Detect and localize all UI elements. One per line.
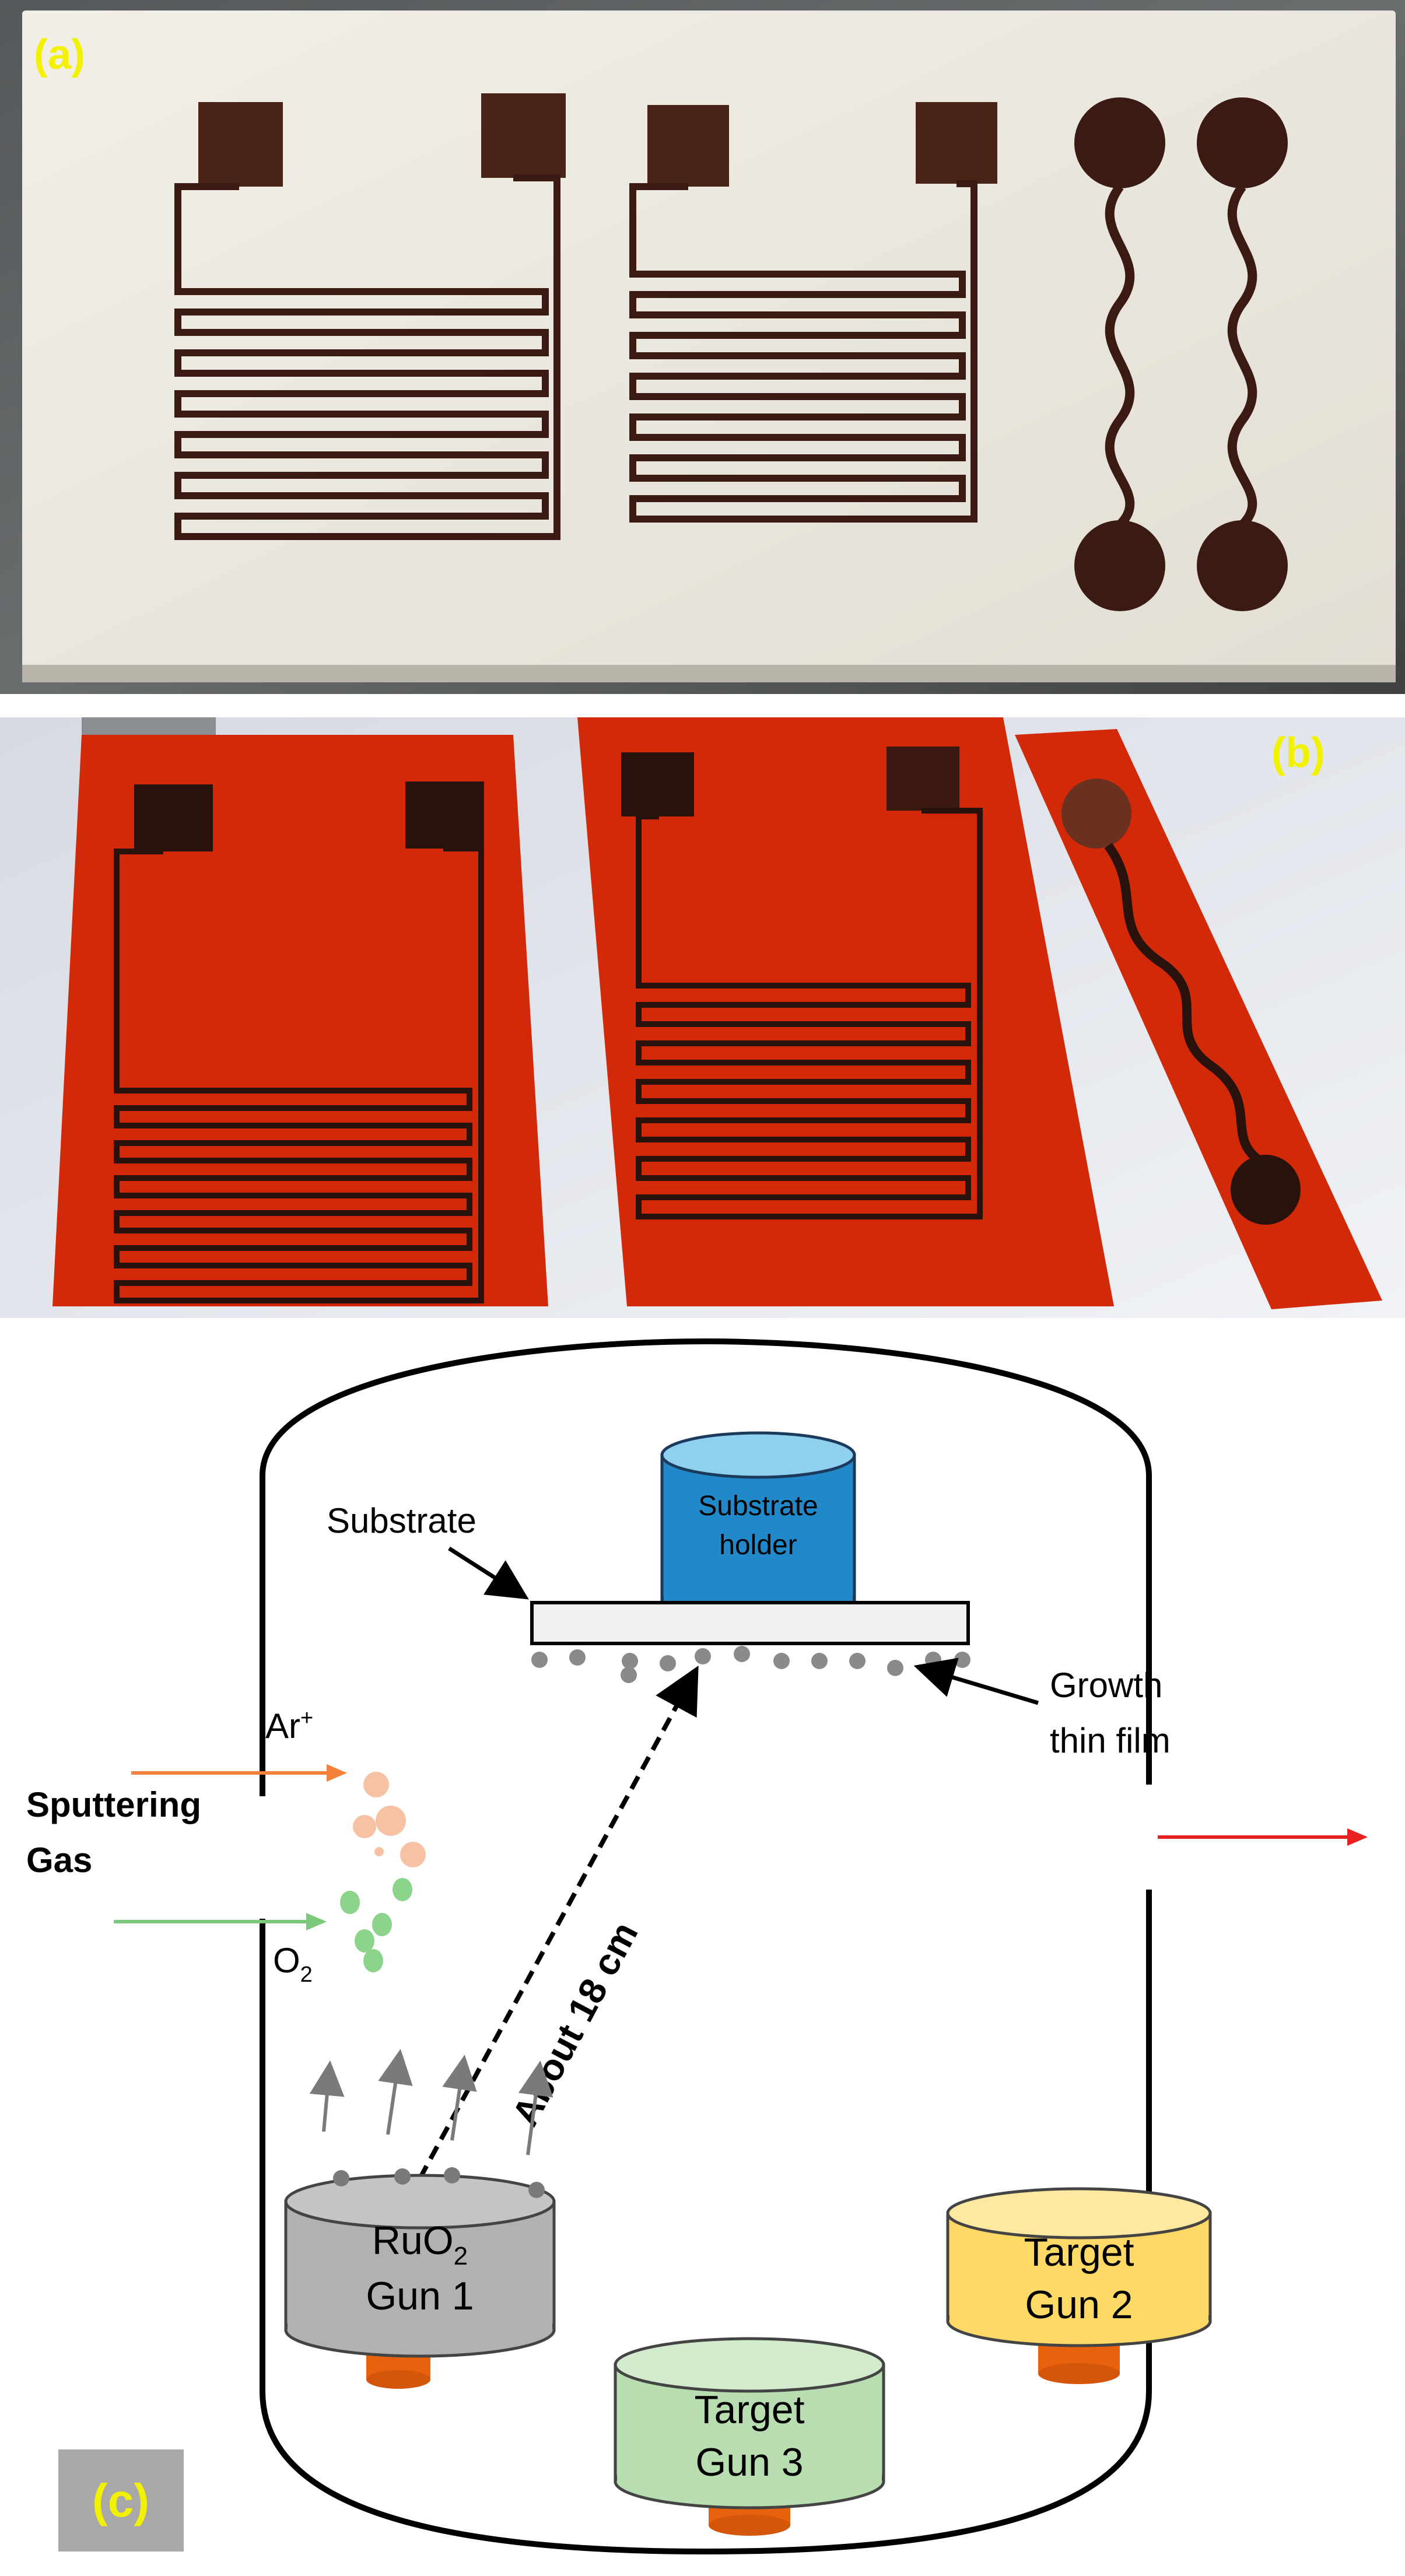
- sputtering-gas-label-2: Gas: [26, 1841, 92, 1880]
- growth-pointer-arrow: [913, 1657, 1039, 1705]
- film-1-meander: [114, 846, 484, 1303]
- gun-3-name: Gun 3: [695, 2440, 803, 2484]
- film-3-pad-bottom: [1231, 1155, 1301, 1225]
- distance-label: About 18 cm: [504, 1915, 646, 2133]
- substrate-label: Substrate: [327, 1501, 476, 1540]
- sensor-1-pad-right: [481, 93, 566, 178]
- gun-3-target: Target Gun 3: [614, 2337, 885, 2536]
- rtd-sensor-1: [174, 93, 566, 540]
- wavy-1-pad-top: [1074, 97, 1165, 188]
- substrate-plate: [530, 1601, 970, 1645]
- sputtered-particles: [309, 2049, 553, 2198]
- meander-trace: [636, 808, 983, 1219]
- argon-ion-particles: [353, 1772, 426, 1867]
- panel-a-photo: (a): [0, 0, 1405, 694]
- gun-2-target: Target Gun 2: [946, 2187, 1212, 2384]
- film-2-pad-left: [621, 752, 694, 816]
- wavy-2-pad-bottom: [1197, 520, 1288, 611]
- substrate-edge: [22, 665, 1396, 682]
- rtd-sensor-2: [629, 102, 997, 523]
- sensor-2-pad-left: [647, 105, 729, 187]
- oxygen-particles: [340, 1878, 412, 1972]
- growth-film-particles: [531, 1646, 970, 1683]
- gun-1-name: Gun 1: [366, 2274, 474, 2318]
- gun-2-name: Gun 2: [1025, 2283, 1133, 2327]
- distance-arrow: [418, 1665, 699, 2179]
- wavy-sensor-2: [1197, 97, 1288, 611]
- panel-c-label: (c): [92, 2475, 149, 2526]
- sensor-2-meander: [629, 180, 977, 523]
- panel-c-label-box: [58, 2449, 184, 2552]
- ceramic-substrate: [22, 10, 1396, 675]
- film-3-pad-top: [1061, 779, 1131, 849]
- substrate-holder: Substrate holder: [660, 1431, 856, 1620]
- gun-2-target-label: Target: [1024, 2230, 1134, 2274]
- gun-1-ruo2: RuO2 Gun 1: [284, 2174, 556, 2389]
- wavy-2-pad-top: [1197, 97, 1288, 188]
- substrate-holder-label-2: holder: [719, 1530, 797, 1561]
- growth-label-1: Growth: [1050, 1666, 1162, 1705]
- film-1-pad-left: [134, 784, 213, 851]
- growth-label-2: thin film: [1050, 1721, 1171, 1760]
- panel-b-photo: (b): [0, 717, 1405, 1318]
- sputtering-chamber-diagram: Substrate holder Substrate Growth thin f…: [26, 1338, 1368, 2555]
- sputtering-gas-label-1: Sputtering: [26, 1785, 201, 1824]
- ar-label: Ar+: [265, 1706, 313, 1746]
- gun-1-material: RuO2: [372, 2218, 468, 2270]
- panel-b-label: (b): [1271, 730, 1325, 776]
- gun-3-target-label: Target: [695, 2388, 805, 2432]
- sensor-2-pad-right: [916, 102, 997, 184]
- wavy-1-pad-bottom: [1074, 520, 1165, 611]
- sensor-1-meander: [174, 174, 560, 540]
- substrate-pointer-arrow: [448, 1547, 529, 1600]
- film-1-pad-right: [405, 781, 484, 849]
- film-2-pad-right: [887, 746, 959, 811]
- film-2-meander: [636, 808, 983, 1219]
- kapton-film-3: [1015, 729, 1382, 1309]
- wavy-sensor-1: [1074, 97, 1165, 611]
- o2-label: O2: [273, 1941, 313, 1987]
- meander-trace: [629, 180, 977, 523]
- meander-trace: [114, 846, 484, 1303]
- panel-a-label: (a): [34, 31, 85, 78]
- sensor-1-pad-left: [198, 102, 283, 187]
- meander-trace: [174, 174, 560, 540]
- substrate-holder-label-1: Substrate: [698, 1491, 818, 1522]
